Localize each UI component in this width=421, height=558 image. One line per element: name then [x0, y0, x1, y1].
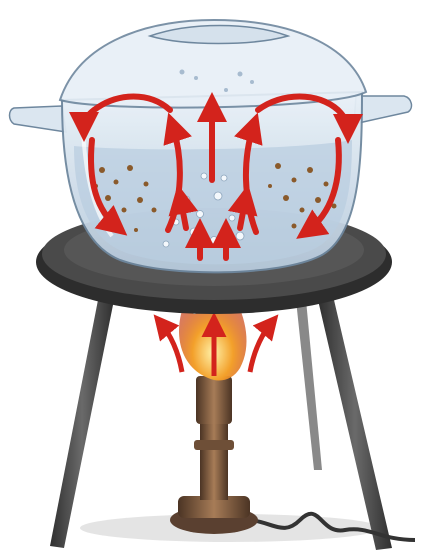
burner-column	[200, 420, 228, 500]
tripod-leg-right	[318, 300, 392, 550]
pot-handle-left	[10, 106, 67, 132]
heat-arrow-right	[250, 322, 272, 372]
heat-arrow-left	[160, 322, 182, 372]
burner-nozzle	[196, 376, 232, 424]
heat-arrows	[160, 322, 272, 376]
tripod-leg-left	[50, 300, 114, 548]
burner-collar	[194, 440, 234, 450]
tripod-leg-back	[296, 300, 322, 470]
